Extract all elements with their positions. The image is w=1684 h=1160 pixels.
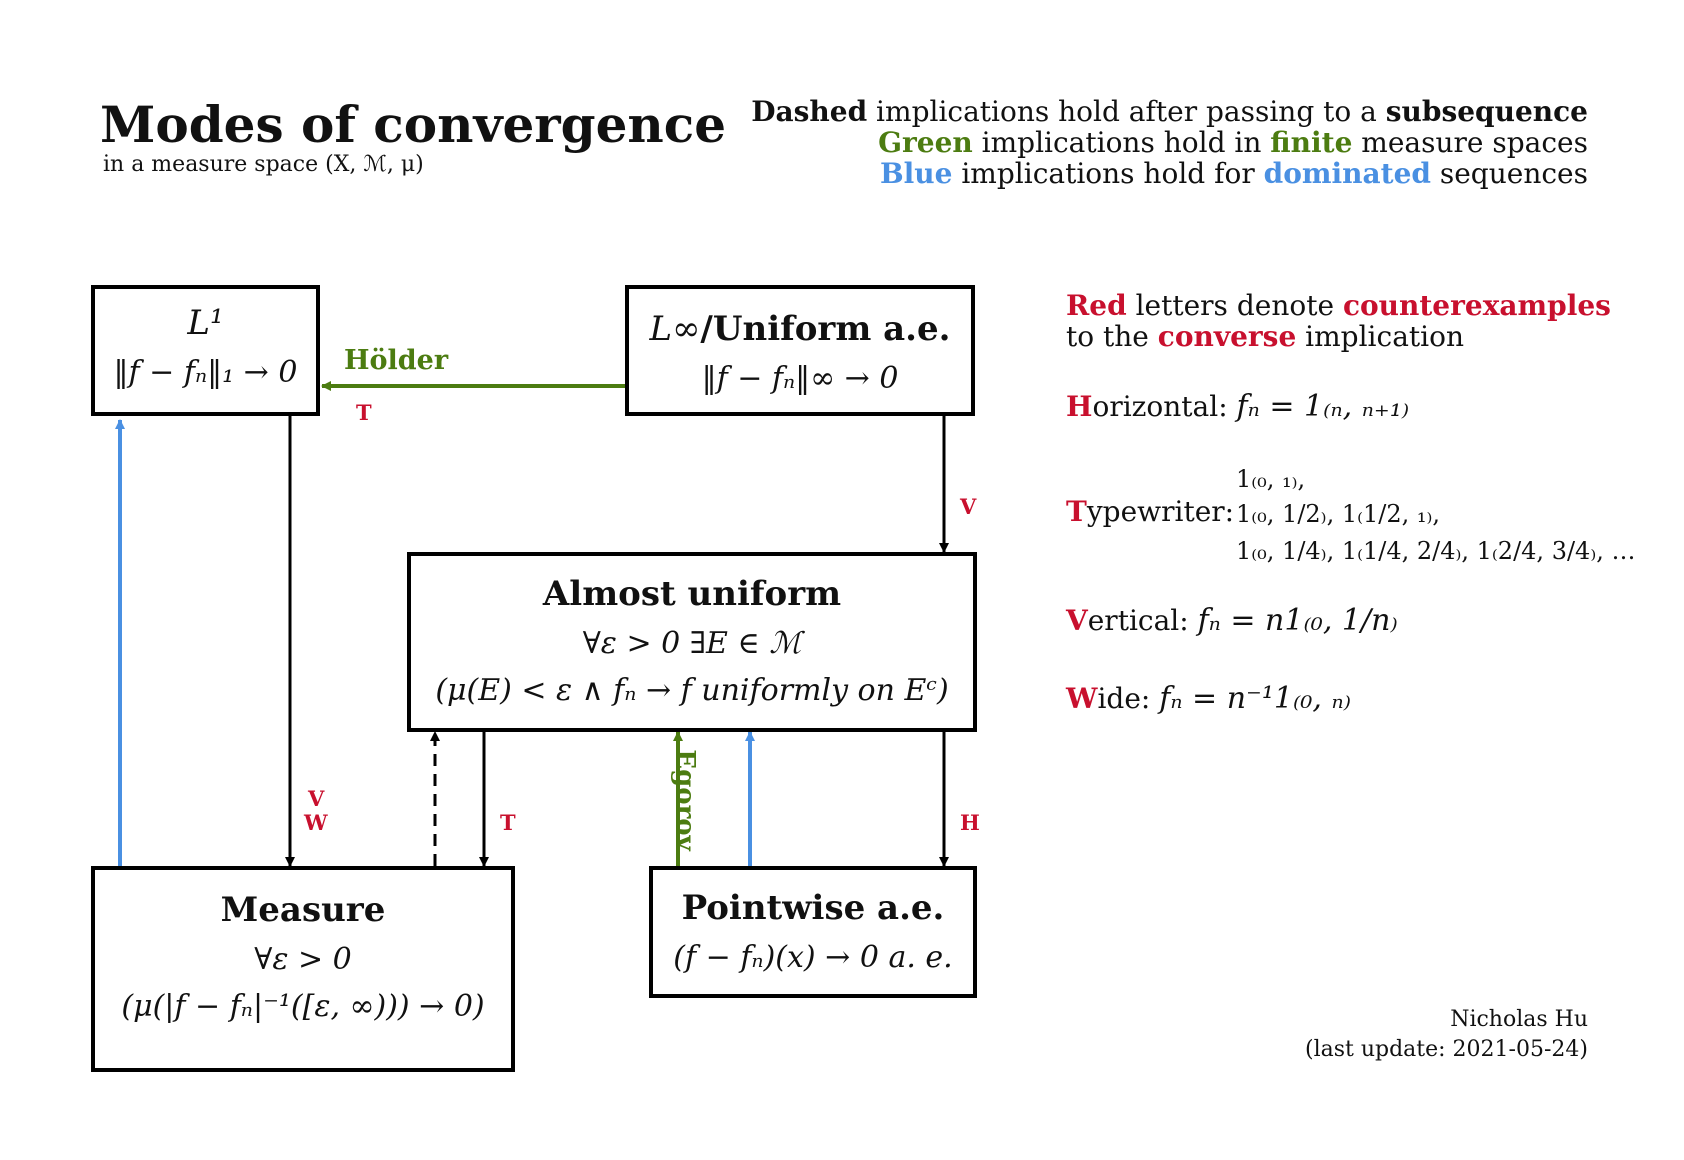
almost-line2: (μ(E) < ε ∧ fₙ → f uniformly on Eᶜ) (435, 673, 949, 708)
box-linf-uniform: L∞/Uniform a.e. ‖f − fₙ‖∞ → 0 (625, 285, 975, 416)
vertical-letter: V (1066, 604, 1088, 637)
wide-letter: W (1066, 682, 1098, 715)
box-almost-uniform: Almost uniform ∀ε > 0 ∃E ∈ ℳ (μ(E) < ε ∧… (407, 552, 977, 732)
pointwise-title: Pointwise a.e. (681, 888, 945, 928)
legend-dashed-text: implications hold after passing to a (867, 95, 1386, 128)
counterexample-typewriter: Typewriter: (1066, 495, 1234, 529)
counterexample-intro: Red letters denote counterexamples to th… (1066, 290, 1611, 352)
typewriter-rest: ypewriter: (1086, 495, 1235, 528)
box-l1: L¹ ‖f − fₙ‖₁ → 0 (91, 285, 320, 416)
intro-counter-word: counterexamples (1342, 289, 1611, 322)
legend-dominated-word: dominated (1263, 157, 1431, 190)
label-v-linf: V (960, 494, 977, 519)
legend-blue: Blue implications hold for dominated seq… (751, 158, 1588, 189)
l1-formula: ‖f − fₙ‖₁ → 0 (113, 355, 298, 390)
wide-rest: ide: (1097, 682, 1160, 715)
legend-green: Green implications hold in finite measur… (751, 127, 1588, 158)
legend-green-word: Green (878, 126, 973, 159)
intro-line2-a: to the (1066, 320, 1158, 353)
measure-line2: (μ(|f − fₙ|⁻¹([ε, ∞))) → 0) (121, 989, 485, 1024)
typewriter-line3: 1₍₀, 1/4₎, 1₍1/4, 2/4₎, 1₍2/4, 3/4₎, … (1236, 537, 1636, 565)
vertical-rest: ertical: (1087, 604, 1198, 637)
intro-line2-b: implication (1296, 320, 1464, 353)
credit-updated: (last update: 2021-05-24) (1304, 1037, 1588, 1062)
almost-line1: ∀ε > 0 ∃E ∈ ℳ (582, 626, 802, 661)
intro-converse-word: converse (1157, 320, 1297, 353)
intro-red-word: Red (1066, 289, 1127, 322)
horizontal-letter: H (1066, 390, 1093, 423)
horizontal-formula: fₙ = 1₍ₙ, ₙ₊₁₎ (1236, 389, 1410, 424)
label-holder: Hölder (344, 345, 449, 376)
typewriter-line2: 1₍₀, 1/2₎, 1₍1/2, ₁₎, (1236, 500, 1441, 528)
measure-title: Measure (220, 890, 386, 930)
legend-blue-tail: sequences (1430, 157, 1588, 190)
counterexample-vertical: Vertical: fₙ = n1₍₀, 1/n₎ (1066, 604, 1398, 638)
legend-subsequence-word: subsequence (1385, 95, 1588, 128)
horizontal-rest: orizontal: (1092, 390, 1237, 423)
legend: Dashed implications hold after passing t… (751, 96, 1588, 189)
intro-text: letters denote (1126, 289, 1343, 322)
linf-title-text: /Uniform a.e. (700, 309, 951, 349)
legend-blue-text: implications hold for (952, 157, 1264, 190)
almost-title: Almost uniform (542, 574, 842, 614)
credit-author: Nicholas Hu (1450, 1007, 1588, 1032)
l1-title: L¹ (187, 303, 224, 343)
page-title: Modes of convergence (100, 95, 727, 154)
label-w-measure: W (304, 810, 328, 835)
legend-green-tail: measure spaces (1352, 126, 1588, 159)
legend-dashed: Dashed implications hold after passing t… (751, 96, 1588, 127)
box-measure: Measure ∀ε > 0 (μ(|f − fₙ|⁻¹([ε, ∞))) → … (91, 866, 515, 1072)
label-t-l1: T (356, 400, 372, 425)
linf-formula: ‖f − fₙ‖∞ → 0 (701, 361, 899, 396)
wide-formula: fₙ = n⁻¹1₍₀, ₙ₎ (1159, 681, 1351, 716)
counterexample-wide: Wide: fₙ = n⁻¹1₍₀, ₙ₎ (1066, 682, 1351, 716)
label-h-pointwise: H (960, 810, 980, 835)
counterexample-horizontal: Horizontal: fₙ = 1₍ₙ, ₙ₊₁₎ (1066, 390, 1409, 424)
label-v-measure: V (308, 786, 325, 811)
legend-green-text: implications hold in (972, 126, 1271, 159)
linf-title-math: L∞ (649, 309, 701, 349)
legend-dashed-word: Dashed (751, 95, 868, 128)
credit: Nicholas Hu (last update: 2021-05-24) (1305, 1005, 1588, 1065)
page-subtitle: in a measure space (X, ℳ, μ) (103, 152, 424, 177)
vertical-formula: fₙ = n1₍₀, 1/n₎ (1197, 603, 1398, 638)
box-pointwise: Pointwise a.e. (f − fₙ)(x) → 0 a. e. (649, 866, 977, 998)
typewriter-letter: T (1066, 495, 1087, 528)
measure-line1: ∀ε > 0 (254, 942, 352, 977)
legend-blue-word: Blue (879, 157, 953, 190)
label-egorov: Egorov (669, 749, 700, 851)
label-t-almost: T (500, 810, 516, 835)
typewriter-line1: 1₍₀, ₁₎, (1236, 465, 1306, 493)
legend-finite-word: finite (1270, 126, 1353, 159)
pointwise-formula: (f − fₙ)(x) → 0 a. e. (673, 940, 953, 975)
